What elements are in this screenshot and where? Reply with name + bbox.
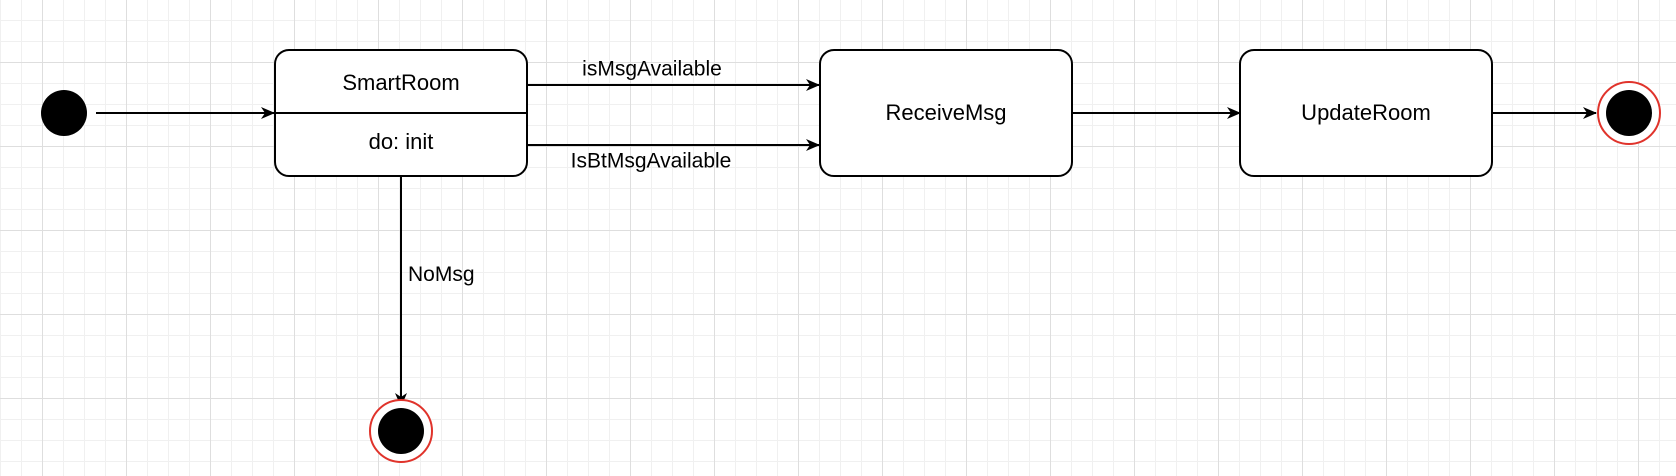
final-state-right[interactable] bbox=[1597, 81, 1661, 145]
label-is-msg-available: isMsgAvailable bbox=[582, 57, 722, 81]
label-is-bt-msg-available: IsBtMsgAvailable bbox=[570, 149, 732, 173]
state-smartroom-activity: do: init bbox=[368, 129, 434, 154]
state-updateroom-name: UpdateRoom bbox=[1301, 100, 1431, 125]
initial-state[interactable] bbox=[41, 90, 87, 136]
state-smartroom[interactable] bbox=[274, 49, 528, 177]
state-updateroom[interactable] bbox=[1239, 49, 1493, 177]
state-smartroom-name: SmartRoom bbox=[342, 70, 460, 95]
label-no-msg: NoMsg bbox=[408, 263, 475, 286]
state-receivemsg-name: ReceiveMsg bbox=[885, 100, 1007, 125]
final-state-bottom[interactable] bbox=[369, 399, 433, 463]
state-receivemsg[interactable] bbox=[819, 49, 1073, 177]
